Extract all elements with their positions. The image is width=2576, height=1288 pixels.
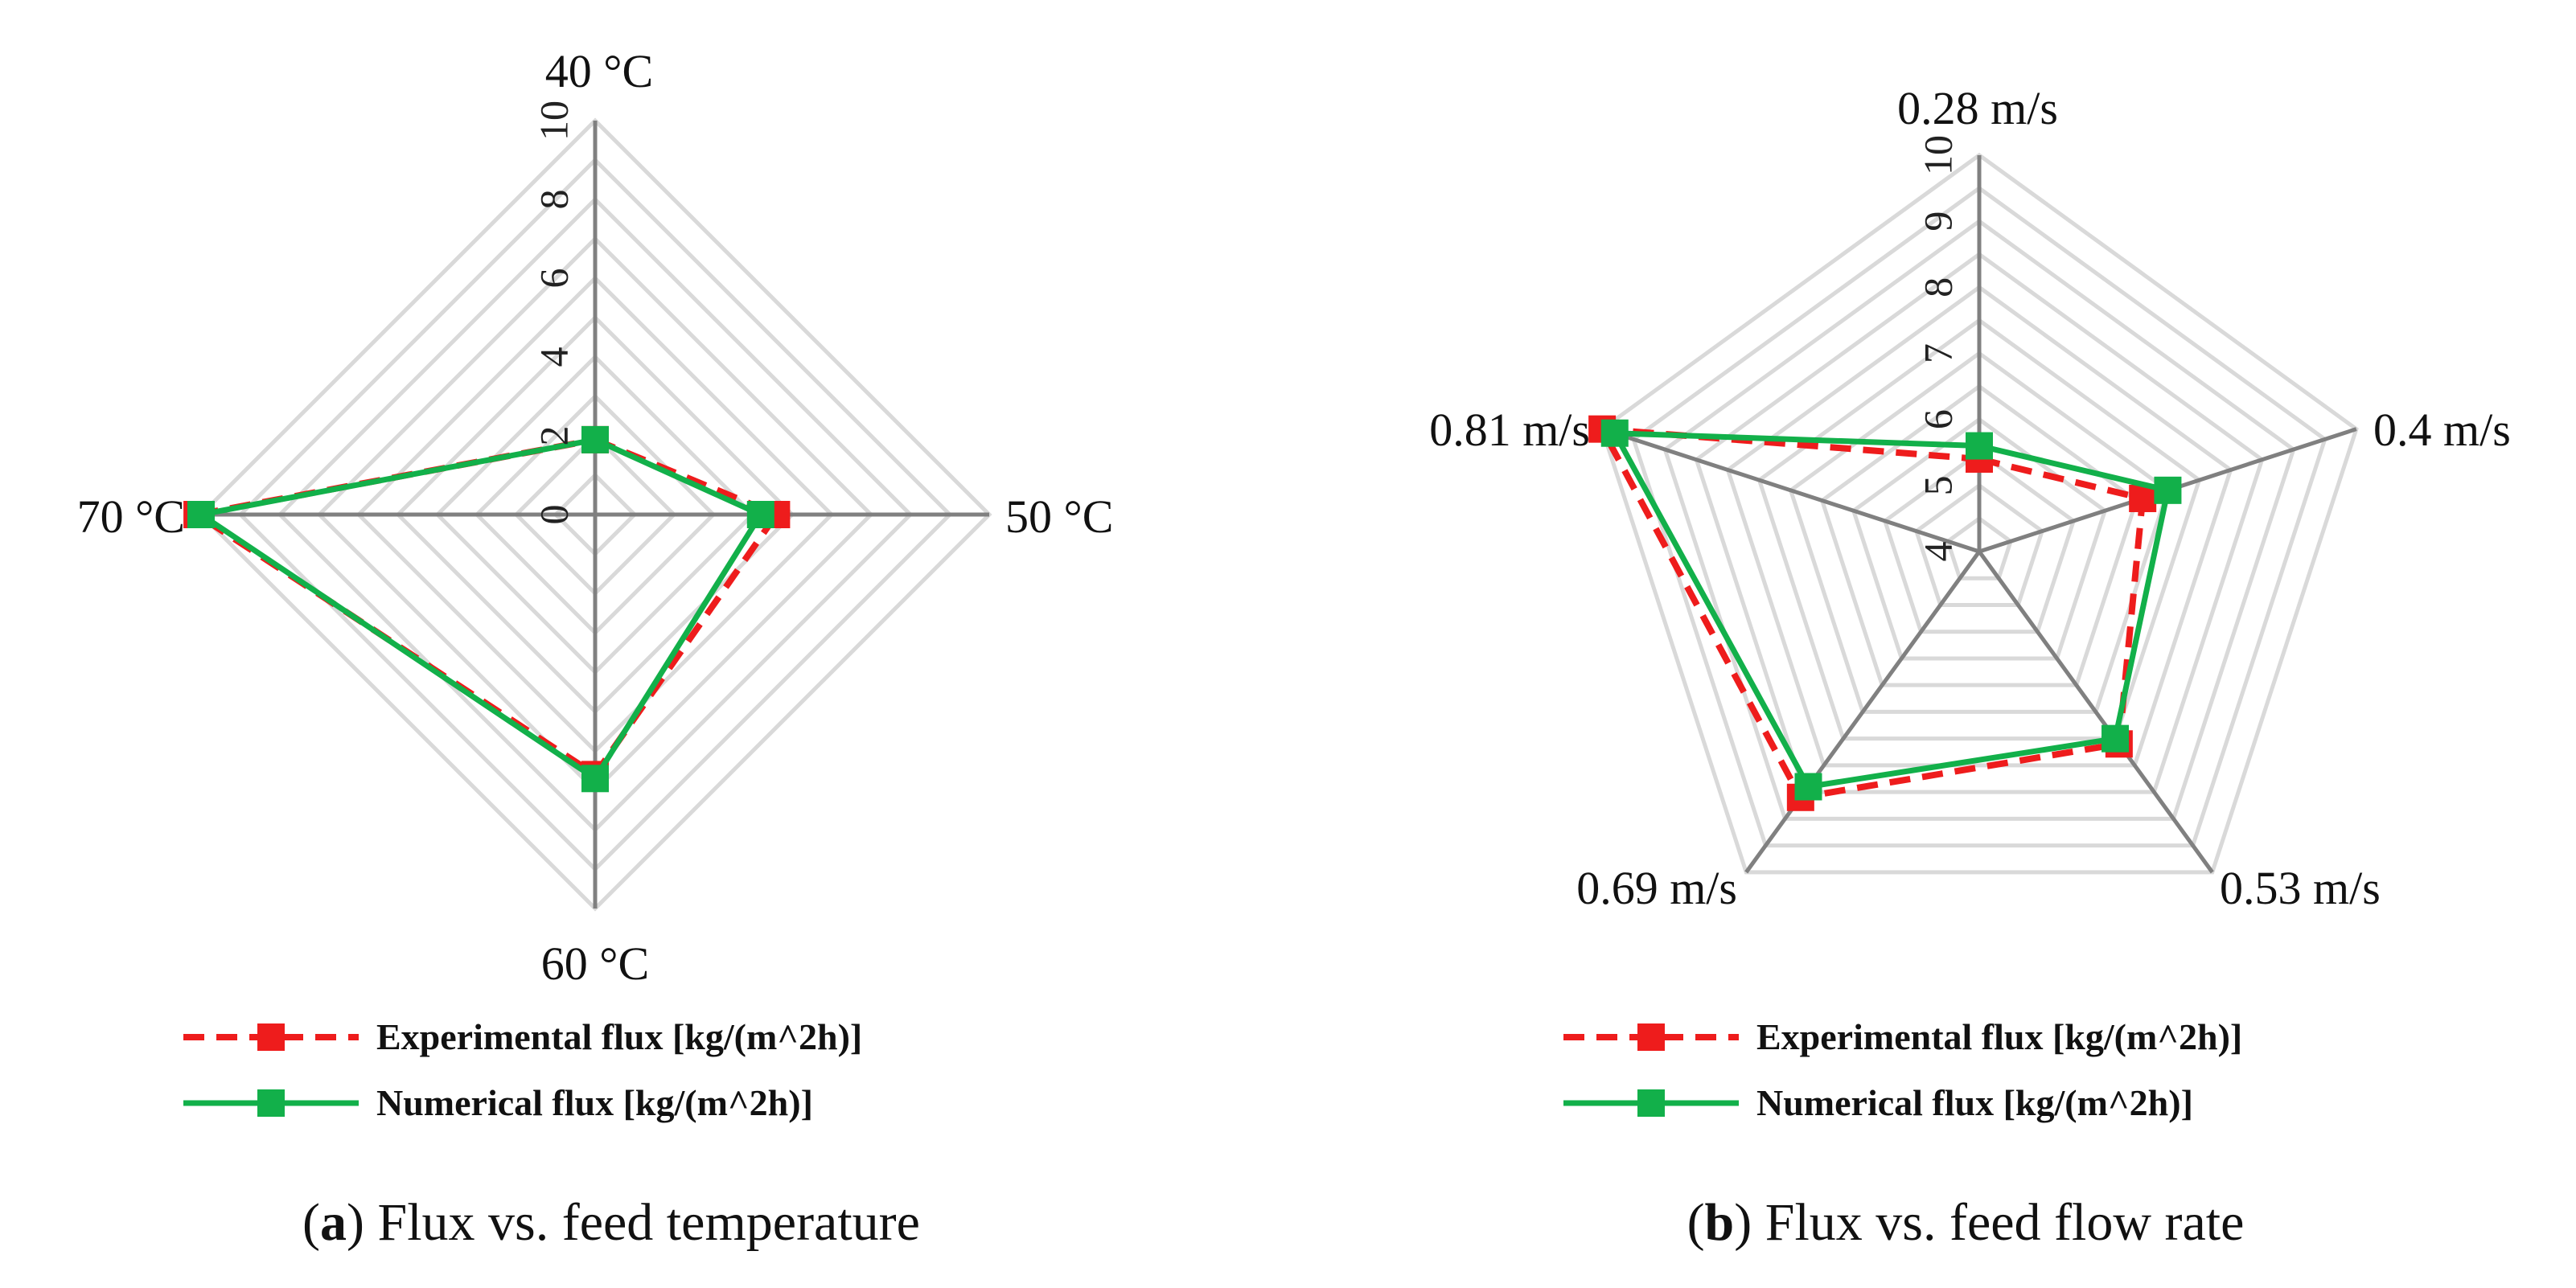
tick-label: 4: [1915, 542, 1960, 562]
tick-label: 4: [531, 347, 576, 367]
gridline: [1600, 152, 2359, 875]
data-point-marker: [1966, 432, 1993, 460]
radar-chart-b: 4 5 6 7 8 9 10 0.28 m/s 0.4 m/s 0.53 m/s 0.69 m/s…: [1429, 82, 2511, 1252]
tick-label: 5: [1915, 475, 1960, 495]
series-line-2: [1612, 430, 2171, 790]
radar-chart-a: 0 2 4 6 8 10 40 °C 50 °C 60 °C 70 °C Experimenta…: [77, 45, 1114, 1252]
data-point-marker: [2101, 724, 2130, 753]
tick-label: 8: [1915, 277, 1960, 297]
gridline: [1694, 252, 2265, 794]
gridline: [1788, 351, 2171, 714]
category-label: 70 °C: [77, 490, 185, 543]
gridline: [1662, 219, 2296, 821]
spoke-axis: [1744, 550, 1982, 874]
legend-marker: [1637, 1023, 1665, 1051]
category-label: 0.4 m/s: [2373, 404, 2511, 456]
legend-label: Experimental flux [kg/(m^2h)]: [376, 1016, 862, 1057]
tick-label: 10: [1915, 135, 1960, 175]
legend-marker: [1637, 1089, 1665, 1117]
legend-label: Experimental flux [kg/(m^2h)]: [1756, 1016, 2242, 1057]
tick-label: 9: [1915, 211, 1960, 232]
data-point-marker: [187, 501, 215, 528]
data-point-marker: [1600, 419, 1629, 447]
tick-labels-b: 4 5 6 7 8 9 10: [1915, 135, 1960, 562]
legend-marker: [257, 1023, 285, 1051]
gridline: [1756, 318, 2202, 741]
data-point-marker: [581, 765, 609, 793]
category-labels-b: 0.28 m/s 0.4 m/s 0.53 m/s 0.69 m/s 0.81 m/s: [1429, 82, 2511, 914]
spoke-axis: [1977, 550, 2214, 874]
legend-b: Experimental flux [kg/(m^2h)] Numerical f…: [1563, 1016, 2242, 1123]
category-label: 0.81 m/s: [1429, 404, 1590, 456]
legend-a: Experimental flux [kg/(m^2h)] Numerical f…: [183, 1016, 862, 1123]
tick-label: 6: [531, 269, 576, 289]
data-point-marker: [1794, 773, 1822, 801]
legend-marker: [257, 1089, 285, 1117]
tick-label: 10: [531, 100, 576, 141]
gridline: [1631, 185, 2327, 848]
tick-labels-a: 0 2 4 6 8 10: [531, 100, 576, 525]
axes-b: [1601, 155, 2357, 874]
gridline: [1851, 416, 2108, 661]
tick-label: 7: [1915, 343, 1960, 363]
tick-label: 0: [531, 505, 576, 525]
caption-a-text: Flux vs. feed temperature: [364, 1193, 920, 1252]
gridline: [1819, 384, 2139, 687]
grid-b: [1600, 152, 2359, 875]
legend-label: Numerical flux [kg/(m^2h)]: [1756, 1082, 2193, 1123]
category-labels-a: 40 °C 50 °C 60 °C 70 °C: [77, 45, 1114, 990]
caption-b-text: Flux vs. feed flow rate: [1752, 1193, 2244, 1252]
gridline: [1913, 482, 2045, 607]
category-label: 60 °C: [541, 937, 649, 990]
caption-b-letter: b: [1705, 1193, 1735, 1252]
series-b: [1588, 415, 2182, 811]
category-label: 0.53 m/s: [2220, 862, 2381, 914]
data-point-marker: [581, 425, 609, 453]
gridline: [1882, 449, 2077, 634]
tick-label: 2: [531, 426, 576, 446]
caption-a: (a) Flux vs. feed temperature: [302, 1193, 920, 1252]
data-point-marker: [746, 501, 774, 528]
series-a: [183, 425, 791, 793]
caption-b: (b) Flux vs. feed flow rate: [1687, 1193, 2245, 1252]
tick-label: 8: [531, 190, 576, 210]
tick-label: 6: [1915, 409, 1960, 429]
caption-a-letter: a: [320, 1193, 347, 1252]
category-label: 40 °C: [545, 45, 653, 97]
category-label: 0.69 m/s: [1576, 862, 1737, 914]
series-line-1: [1599, 425, 2147, 801]
gridline: [1945, 515, 2014, 580]
legend-label: Numerical flux [kg/(m^2h)]: [376, 1082, 813, 1123]
series-line-2: [198, 437, 764, 781]
data-point-marker: [2154, 476, 2182, 504]
category-label: 50 °C: [1005, 490, 1113, 543]
category-label: 0.28 m/s: [1897, 82, 2058, 134]
spoke-axis: [1601, 427, 1980, 554]
